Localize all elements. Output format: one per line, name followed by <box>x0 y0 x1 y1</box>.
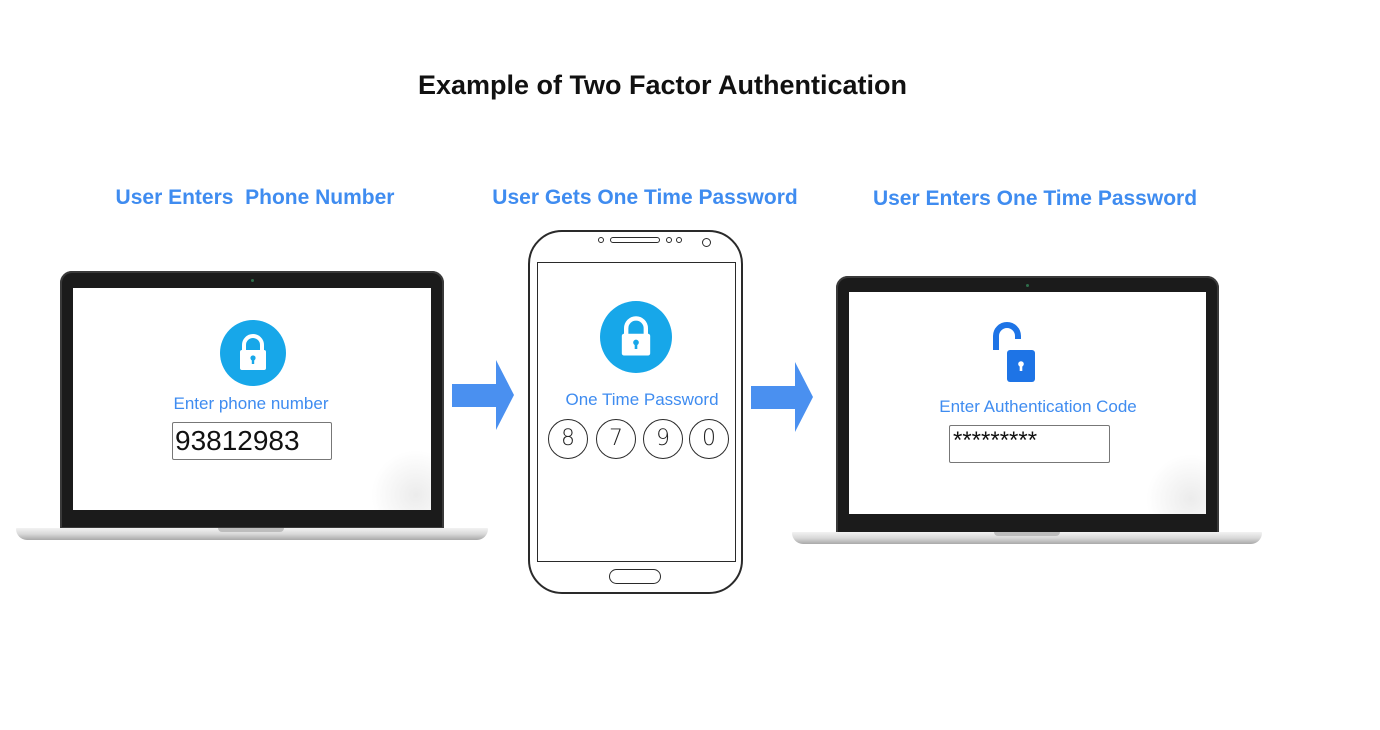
otp-digits: 8 7 9 0 <box>548 419 732 461</box>
laptop-notch <box>994 532 1060 536</box>
phone-sensor-dot <box>676 237 682 243</box>
authentication-code-input[interactable]: ********* <box>949 425 1110 463</box>
otp-digit: 8 <box>548 419 588 459</box>
arrow-right-icon <box>452 360 514 430</box>
laptop-notch <box>218 528 284 532</box>
otp-digit: 0 <box>689 419 729 459</box>
lock-icon <box>220 320 286 386</box>
one-time-password-label: One Time Password <box>565 390 719 409</box>
phone-camera <box>702 238 711 247</box>
phone-sensor-dot <box>666 237 672 243</box>
unlock-icon <box>993 322 1035 382</box>
step-label-phone-number: User Enters Phone Number <box>115 186 395 209</box>
enter-authentication-code-label: Enter Authentication Code <box>939 397 1137 416</box>
page-title: Example of Two Factor Authentication <box>417 70 908 100</box>
laptop-camera <box>251 279 254 282</box>
phone-sensor-dot <box>598 237 604 243</box>
otp-digit: 7 <box>596 419 636 459</box>
phone-number-input[interactable]: 93812983 <box>172 422 332 460</box>
phone-speaker <box>610 237 660 243</box>
arrow-right-icon <box>751 362 813 432</box>
otp-digit: 9 <box>643 419 683 459</box>
lock-icon <box>600 301 672 373</box>
laptop-screen <box>849 292 1206 514</box>
enter-phone-number-label: Enter phone number <box>173 394 329 413</box>
laptop-camera <box>1026 284 1029 287</box>
phone-home-button[interactable] <box>609 569 661 584</box>
step-label-enter-otp: User Enters One Time Password <box>872 187 1198 210</box>
step-label-get-otp: User Gets One Time Password <box>492 186 798 209</box>
laptop-base <box>16 528 488 540</box>
laptop-base <box>792 532 1262 544</box>
